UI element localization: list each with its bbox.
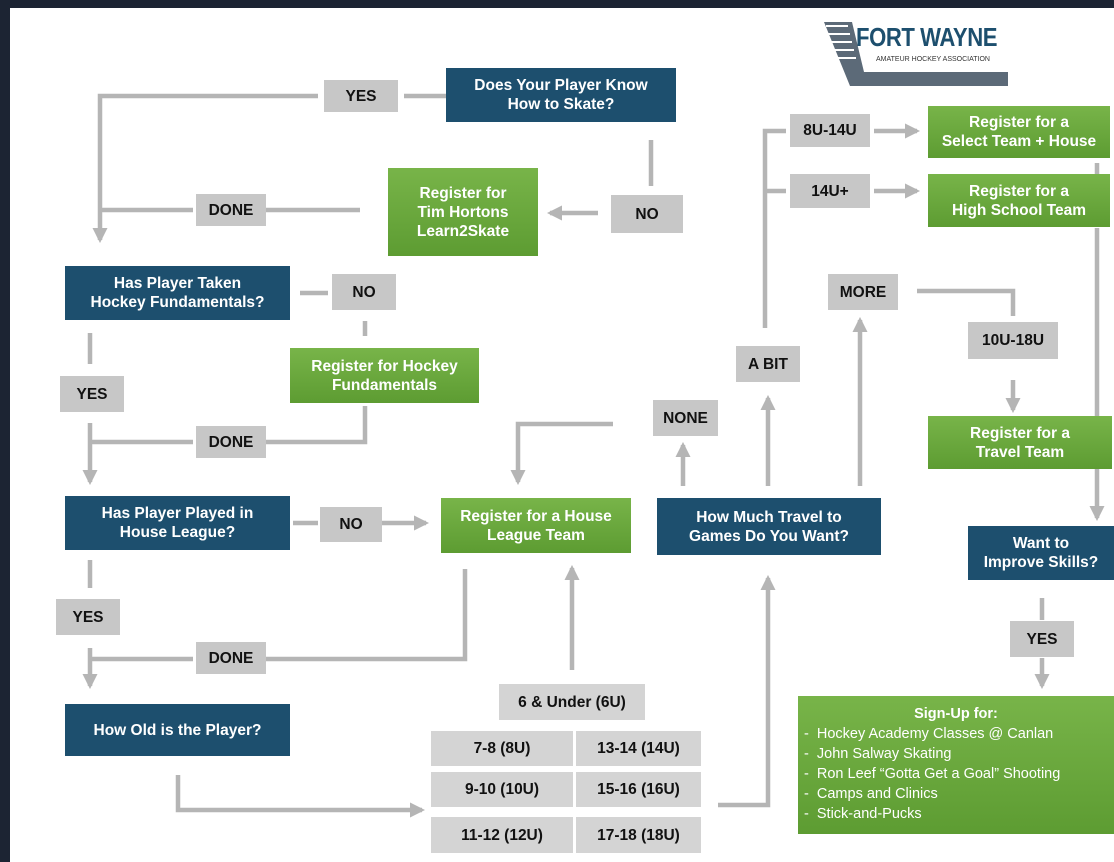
age-18u: 17-18 (18U) (576, 817, 701, 853)
question-fundamentals: Has Player Taken Hockey Fundamentals? (65, 266, 290, 320)
connector-grid-travel (718, 574, 776, 808)
action-travel-team-label: Register for a Travel Team (970, 424, 1070, 461)
connector-more-10u18u (917, 288, 1016, 316)
connector-abit-up (762, 128, 786, 328)
age-14u: 13-14 (14U) (576, 731, 701, 766)
signup-item: - Stick-and-Pucks (804, 806, 922, 822)
connector-reghouse-done (265, 569, 468, 662)
question-improve-skills-label: Want to Improve Skills? (983, 535, 1099, 571)
action-select-team: Register for a Select Team + House (928, 106, 1110, 158)
done-3: DONE (196, 642, 266, 674)
signup-box: Sign-Up for: - Hockey Academy Classes @ … (798, 696, 1114, 834)
action-select-team-label: Register for a Select Team + House (941, 114, 1097, 150)
connector-regfund-done (265, 406, 368, 445)
signup-item-label: John Salway Skating (816, 746, 952, 762)
answer-14u-plus-label: 14U+ (811, 182, 849, 200)
action-house-league-label: Register for a House League Team (460, 507, 612, 544)
question-age: How Old is the Player? (65, 704, 290, 756)
answer-yes-house-label: YES (72, 608, 104, 626)
answer-8u-14u: 8U-14U (790, 114, 870, 147)
answer-a-bit-label: A BIT (748, 355, 788, 373)
answer-no-fundamentals-label: NO (352, 283, 376, 301)
action-fundamentals: Register for Hockey Fundamentals (290, 348, 479, 403)
action-high-school-team-label: Register for a High School Team (951, 182, 1087, 219)
logo-title: FORT WAYNE (856, 22, 998, 52)
answer-no-fundamentals: NO (332, 274, 396, 310)
signup-heading: Sign-Up for: (914, 706, 998, 722)
answer-more-label: MORE (839, 283, 887, 301)
answer-none: NONE (653, 400, 718, 436)
age-8u: 7-8 (8U) (431, 731, 573, 766)
age-14u-label: 13-14 (14U) (597, 740, 680, 757)
signup-item-label: Hockey Academy Classes @ Canlan (816, 726, 1054, 742)
answer-none-label: NONE (663, 409, 708, 427)
answer-yes-skate: YES (324, 80, 398, 112)
action-high-school-team: Register for a High School Team (928, 174, 1110, 227)
question-fundamentals-label: Has Player Taken Hockey Fundamentals? (90, 275, 265, 311)
done-3-label: DONE (208, 649, 254, 667)
action-learn2skate-label: Register for Tim Hortons Learn2Skate (416, 184, 510, 240)
answer-yes-skate-label: YES (345, 87, 377, 105)
answer-yes-improve: YES (1010, 621, 1074, 657)
answer-a-bit: A BIT (736, 346, 800, 382)
question-house-league-label: Has Player Played in House League? (101, 505, 254, 541)
question-skate-label: Does Your Player Know How to Skate? (474, 77, 648, 113)
connector-age-grid (175, 775, 426, 818)
age-6u-label: 6 & Under (6U) (518, 693, 626, 711)
signup-item: - John Salway Skating (804, 746, 952, 762)
answer-yes-fundamentals-label: YES (76, 385, 108, 403)
done-1-label: DONE (208, 201, 254, 219)
answer-10u-18u: 10U-18U (968, 322, 1058, 359)
done-2: DONE (196, 426, 266, 458)
action-house-league: Register for a House League Team (441, 498, 631, 553)
age-12u-label: 11-12 (12U) (461, 826, 543, 844)
connector-yes-down (92, 93, 318, 244)
signup-item: - Camps and Clinics (804, 786, 938, 802)
connector-none-house (510, 421, 613, 486)
answer-yes-house: YES (56, 599, 120, 635)
answer-8u-14u-label: 8U-14U (803, 122, 857, 139)
done-1: DONE (196, 194, 266, 226)
age-8u-label: 7-8 (8U) (473, 740, 531, 757)
signup-item: - Hockey Academy Classes @ Canlan (804, 726, 1054, 742)
answer-more: MORE (828, 274, 898, 310)
signup-item-label: Ron Leef “Gotta Get a Goal” Shooting (816, 766, 1061, 782)
flowchart-canvas: FORT WAYNE AMATEUR HOCKEY ASSOCIATION Do… (10, 8, 1114, 862)
hockey-stick-logo-icon (824, 22, 1008, 86)
answer-10u-18u-label: 10U-18U (981, 332, 1045, 349)
answer-no-house: NO (320, 507, 382, 542)
age-12u: 11-12 (12U) (431, 817, 573, 853)
connector-lines (82, 93, 1114, 818)
action-travel-team: Register for a Travel Team (928, 416, 1112, 469)
age-6u: 6 & Under (6U) (499, 684, 645, 720)
signup-item-label: Camps and Clinics (816, 786, 938, 802)
question-travel-label: How Much Travel to Games Do You Want? (689, 508, 849, 545)
action-fundamentals-label: Register for Hockey Fundamentals (311, 357, 458, 394)
question-skate: Does Your Player Know How to Skate? (446, 68, 676, 122)
answer-no-skate: NO (611, 195, 683, 233)
answer-no-skate-label: NO (635, 205, 659, 223)
signup-list: - Hockey Academy Classes @ Canlan - John… (804, 724, 1108, 824)
question-house-league: Has Player Played in House League? (65, 496, 290, 550)
question-travel: How Much Travel to Games Do You Want? (657, 498, 881, 555)
age-16u-label: 15-16 (16U) (597, 781, 680, 798)
age-10u: 9-10 (10U) (431, 772, 573, 807)
answer-14u-plus: 14U+ (790, 174, 870, 208)
answer-yes-improve-label: YES (1026, 630, 1058, 648)
signup-item: - Ron Leef “Gotta Get a Goal” Shooting (804, 766, 1061, 782)
logo-subtitle: AMATEUR HOCKEY ASSOCIATION (876, 56, 990, 63)
signup-item-label: Stick-and-Pucks (816, 806, 922, 822)
age-18u-label: 17-18 (18U) (597, 826, 680, 844)
question-improve-skills: Want to Improve Skills? (968, 526, 1114, 580)
action-learn2skate: Register for Tim Hortons Learn2Skate (388, 168, 538, 256)
answer-no-house-label: NO (339, 516, 363, 533)
age-10u-label: 9-10 (10U) (464, 781, 540, 798)
question-age-label: How Old is the Player? (93, 721, 262, 739)
done-2-label: DONE (208, 433, 254, 451)
age-16u: 15-16 (16U) (576, 772, 701, 807)
answer-yes-fundamentals: YES (60, 376, 124, 412)
